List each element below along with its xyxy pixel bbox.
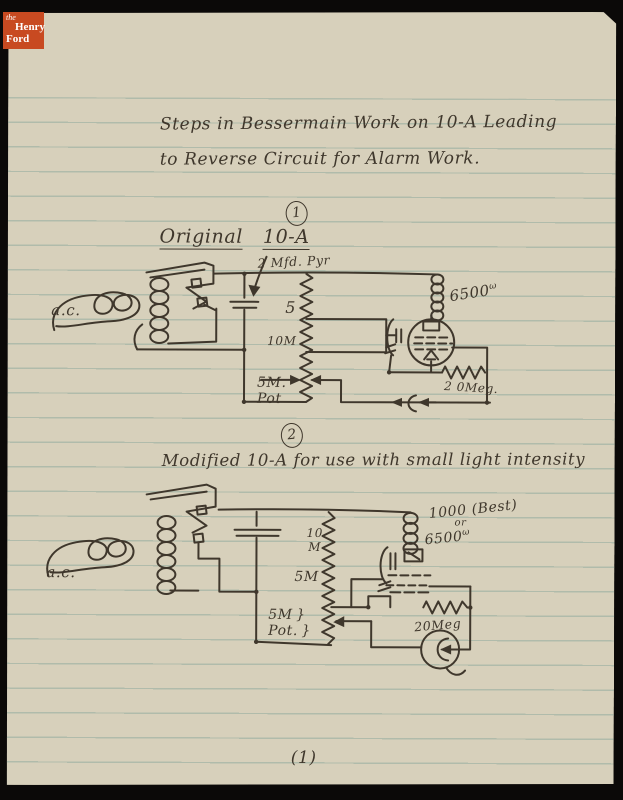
wires-and-components	[137, 256, 491, 411]
logo-ford: Ford	[6, 33, 30, 45]
henry-ford-logo: the Henry Ford	[3, 12, 45, 49]
ac-source-sketch	[53, 292, 139, 330]
vacuum-tube-sketch	[385, 315, 454, 372]
plate-coil-sketch	[403, 513, 417, 554]
figure1-heading-word: Original	[159, 225, 244, 248]
logo-the: the	[6, 13, 16, 22]
main-resistor-sketch	[322, 512, 334, 644]
transformer-sketch	[146, 484, 256, 594]
logo-henry: Henry	[15, 21, 45, 33]
circuit-diagram-modified-10a	[38, 478, 499, 685]
plate-coil-sketch	[431, 274, 443, 320]
page-number: (1)	[290, 747, 317, 769]
meg-resistor-sketch	[242, 272, 490, 405]
page-title-line1: Steps in Bessermain Work on 10-A Leading	[159, 111, 558, 135]
page-title-line2: to Reverse Circuit for Alarm Work.	[159, 148, 481, 170]
figure2-heading: Modified 10-A for use with small light i…	[161, 449, 586, 470]
wires-and-components	[218, 509, 421, 647]
figure2-number: 2	[280, 422, 304, 449]
notebook-page: Steps in Bessermain Work on 10-A Leading…	[6, 10, 617, 787]
vacuum-tube-sketch	[378, 547, 470, 592]
meg-resistor-and-meter-sketch	[254, 586, 473, 675]
transformer-sketch	[134, 262, 216, 349]
figure1-number: 1	[284, 200, 308, 227]
circuit-diagram-original-10a	[44, 248, 560, 425]
main-resistor-sketch	[300, 274, 312, 402]
figure1-heading: Original 10-A	[160, 226, 310, 248]
figure1-heading-model: 10-A	[262, 225, 310, 248]
ac-source-sketch	[47, 538, 133, 576]
